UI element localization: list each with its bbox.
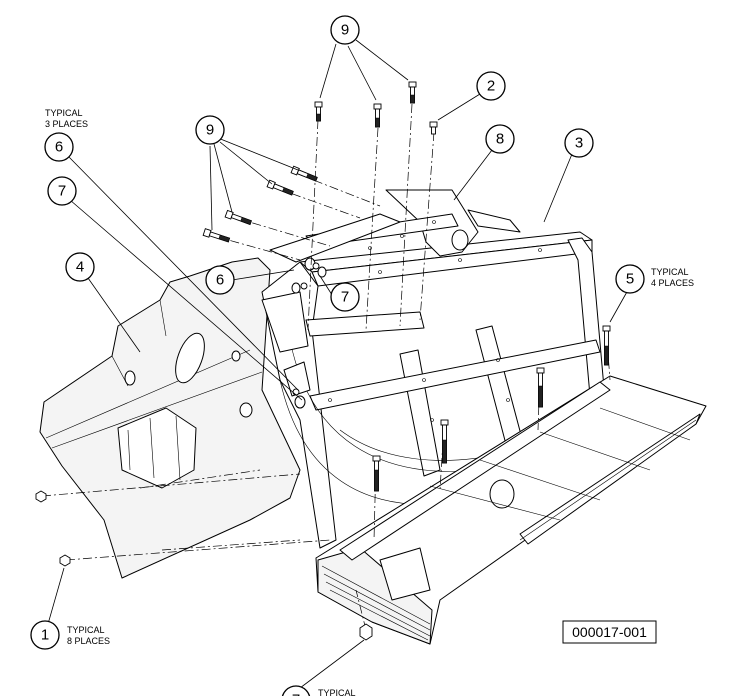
callout-number: 5 [626,271,634,288]
callout-number: 9 [341,22,349,39]
leader-lines [47,39,629,689]
callout-number: 3 [575,135,583,152]
bolt-lower-2 [440,419,449,464]
callout-number: 6 [216,272,224,289]
callout-number: 1 [41,627,49,644]
callout-5: 5 [615,264,645,294]
bracket-part-8 [269,189,521,263]
callout-7-bottom: 7 [281,685,311,696]
note-line-1: TYPICAL [67,625,105,635]
callout-8: 8 [485,124,515,154]
nut-1-lower [59,554,71,567]
bolt-5 [602,325,611,366]
note-line-1: TYPICAL [651,267,689,277]
bolt-9-left-vertical [314,101,323,122]
note-line-1: TYPICAL [318,688,356,696]
hinge-bracket-left [261,257,327,409]
callout-2: 2 [476,71,506,101]
note-typical-8-places: TYPICAL 8 PLACES [67,625,110,646]
callout-9-left: 9 [195,115,225,145]
bolts [35,81,611,641]
callout-6-center: 6 [205,265,235,295]
callout-number: 9 [206,122,214,139]
bolt-9-angled-1 [290,165,318,182]
bolt-9-angled-3 [224,209,253,226]
note-typical-bottom: TYPICAL [318,688,356,696]
callout-7-left: 7 [47,176,77,206]
callout-number: 2 [487,78,495,95]
note-line-1: TYPICAL [45,108,83,118]
drawing-reference: 000017-001 [562,620,657,644]
nut-7-bottom [359,623,373,641]
note-line-2: 4 PLACES [651,278,694,288]
callout-3: 3 [564,128,594,158]
note-line-2: 3 PLACES [45,119,88,129]
callout-number: 7 [58,183,66,200]
nut-1-upper [35,490,47,503]
bolt-9-angled-4 [202,228,231,243]
callout-4: 4 [65,252,95,282]
note-typical-3-places: TYPICAL 3 PLACES [45,108,88,129]
bolt-9-angled-2 [266,179,294,196]
drawing-reference-number: 000017-001 [572,624,647,640]
side-panel-part-4 [39,257,301,579]
bolt-9-mid-vertical [373,103,382,128]
callout-7-center: 7 [330,282,360,312]
bolt-lower-1 [536,367,545,408]
callout-number: 4 [76,259,84,276]
callout-6-left: 6 [44,132,74,162]
callout-number: 8 [496,131,504,148]
callout-9-top: 9 [330,15,360,45]
callout-1: 1 [30,620,60,650]
bolt-2 [429,121,438,135]
bolt-9-right-vertical [408,81,417,104]
note-line-2: 8 PLACES [67,636,110,646]
callout-number: 6 [55,139,63,156]
callout-number: 7 [292,692,300,696]
callout-number: 7 [341,289,349,306]
note-typical-4-places: TYPICAL 4 PLACES [651,267,694,288]
bolt-lower-3 [372,455,381,492]
bottom-tray [315,375,707,645]
